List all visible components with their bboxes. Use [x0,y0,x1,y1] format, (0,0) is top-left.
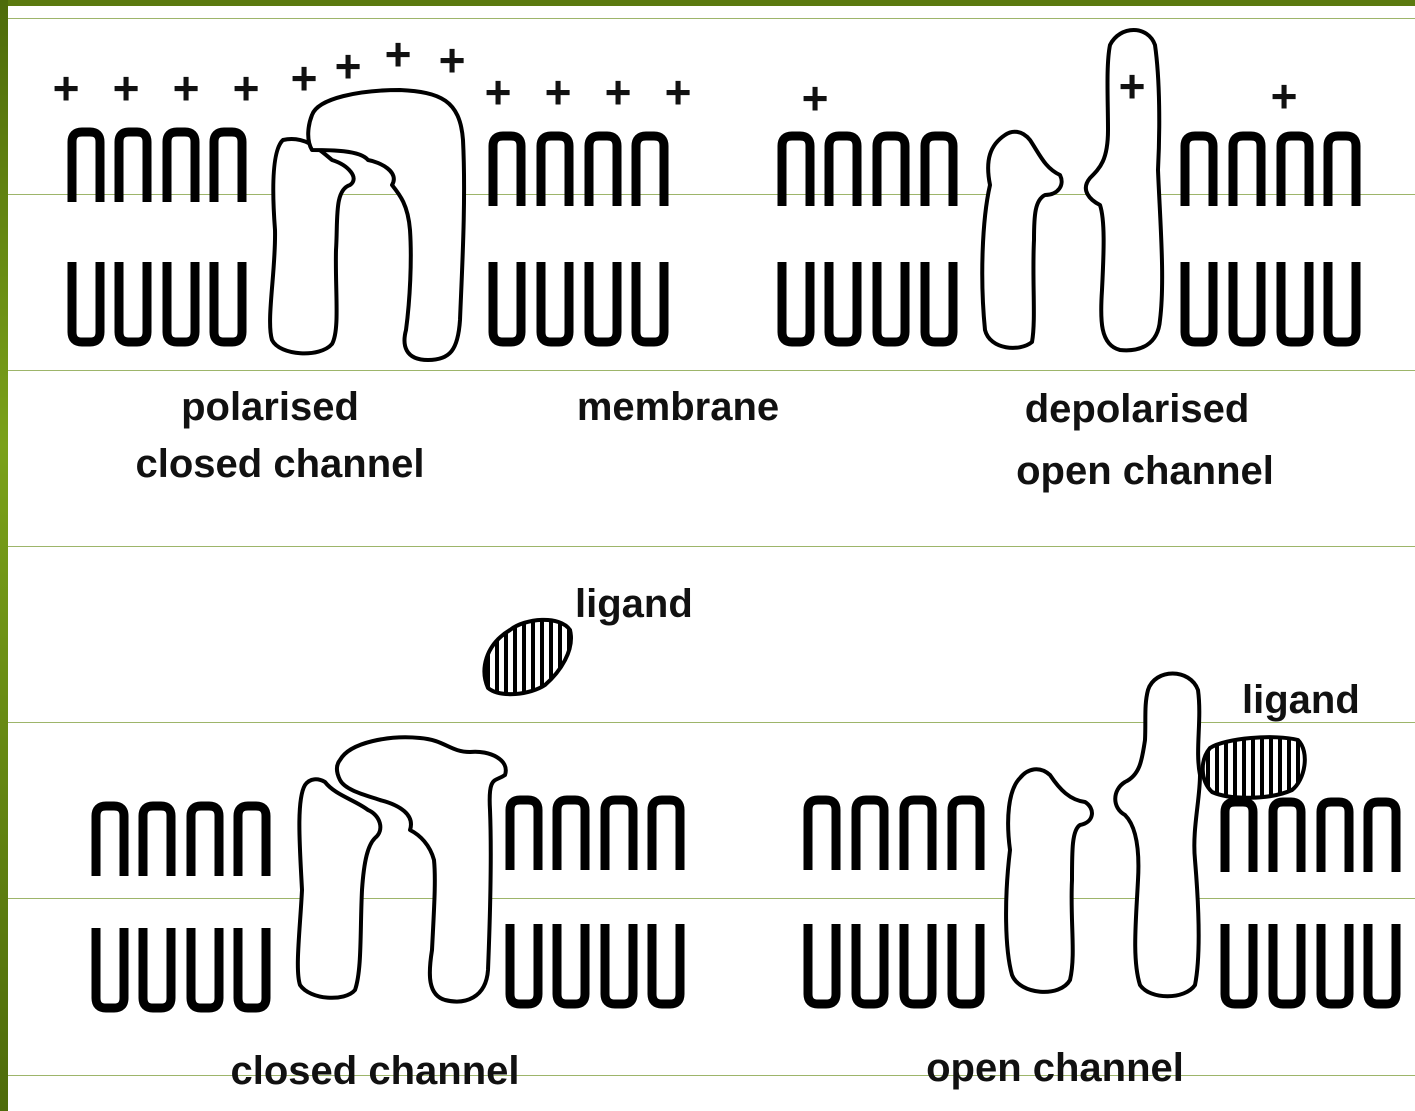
phospholipid-upper [541,136,569,206]
phospholipid-upper [877,136,905,206]
channel-subunit-left [982,132,1061,348]
phospholipid-lower [1368,924,1396,1004]
phospholipid-lower [1281,262,1309,342]
positive-charge: + [113,62,140,114]
phospholipid-lower [636,262,664,342]
phospholipid-upper [214,132,242,202]
positive-charge: + [545,66,572,118]
phospholipid-lower [856,924,884,1004]
phospholipid-upper [856,800,884,870]
phospholipid-upper [557,800,585,870]
phospholipid-upper [904,800,932,870]
phospholipid-upper [1321,802,1349,872]
phospholipid-upper [589,136,617,206]
phospholipid-upper [119,132,147,202]
phospholipid-lower [143,928,171,1008]
label-ligand-bound: ligand [1242,678,1360,722]
phospholipid-upper [1281,136,1309,206]
phospholipid-upper [1185,136,1213,206]
phospholipid-upper [782,136,810,206]
phospholipid-upper [1233,136,1261,206]
closed-ligand-channel [298,737,506,1001]
channel-subunit-left [1006,769,1092,992]
positive-charge: + [605,66,632,118]
ligand-molecule-free [484,620,570,694]
phospholipid-upper [143,806,171,876]
phospholipid-lower [1185,262,1213,342]
ligand-molecule-bound [1203,737,1305,798]
label-membrane: membrane [577,385,779,429]
positive-charge: + [439,34,466,86]
phospholipid-lower [652,924,680,1004]
phospholipid-lower [191,928,219,1008]
positive-charge: + [173,62,200,114]
positive-charge: + [291,52,318,104]
open-ligand-channel [1006,674,1200,997]
phospholipid-upper [167,132,195,202]
phospholipid-lower [952,924,980,1004]
phospholipid-upper [1368,802,1396,872]
positive-charge: + [335,40,362,92]
phospholipid-lower [72,262,100,342]
positive-charge: + [1271,70,1298,122]
phospholipid-lower [541,262,569,342]
phospholipid-lower [493,262,521,342]
phospholipid-lower [808,924,836,1004]
phospholipid-lower [904,924,932,1004]
phospholipid-lower [782,262,810,342]
label-open-channel-bottom: open channel [926,1046,1184,1090]
phospholipid-upper [238,806,266,876]
phospholipid-upper [952,800,980,870]
phospholipid-upper [808,800,836,870]
label-depolarised: depolarised [1025,387,1250,431]
phospholipid-lower [589,262,617,342]
phospholipid-lower [96,928,124,1008]
channel-subunit-right [1115,674,1200,997]
phospholipid-lower [238,928,266,1008]
positive-charge: + [665,66,692,118]
phospholipid-upper [1273,802,1301,872]
label-closed-channel-top: closed channel [136,442,425,486]
phospholipid-lower [605,924,633,1004]
channel-subunit-left [298,779,380,997]
positive-charge: + [233,62,260,114]
phospholipid-lower [167,262,195,342]
phospholipid-lower [1328,262,1356,342]
phospholipid-upper [652,800,680,870]
phospholipid-lower [925,262,953,342]
label-open-channel-top: open channel [1016,449,1274,493]
closed-voltage-channel [270,90,464,360]
phospholipid-lower [1233,262,1261,342]
phospholipid-lower [877,262,905,342]
positive-charge: + [485,66,512,118]
phospholipid-upper [493,136,521,206]
label-closed-channel-bottom: closed channel [231,1049,520,1093]
phospholipid-upper [510,800,538,870]
phospholipid-upper [1328,136,1356,206]
phospholipid-upper [605,800,633,870]
phospholipid-lower [510,924,538,1004]
phospholipid-upper [191,806,219,876]
phospholipid-lower [1225,924,1253,1004]
phospholipid-lower [119,262,147,342]
phospholipid-lower [1321,924,1349,1004]
phospholipid-upper [96,806,124,876]
phospholipid-lower [214,262,242,342]
phospholipid-lower [557,924,585,1004]
phospholipid-upper [829,136,857,206]
phospholipid-lower [1273,924,1301,1004]
phospholipid-upper [925,136,953,206]
positive-charge: + [53,62,80,114]
phospholipid-upper [72,132,100,202]
phospholipid-upper [636,136,664,206]
positive-charge: + [385,28,412,80]
positive-charge: + [802,72,829,124]
label-polarised: polarised [181,385,359,429]
phospholipid-lower [829,262,857,342]
positive-charge: + [1119,60,1146,112]
phospholipid-upper [1225,802,1253,872]
channel-subunit-left [270,139,354,353]
label-ligand-free: ligand [575,582,693,626]
